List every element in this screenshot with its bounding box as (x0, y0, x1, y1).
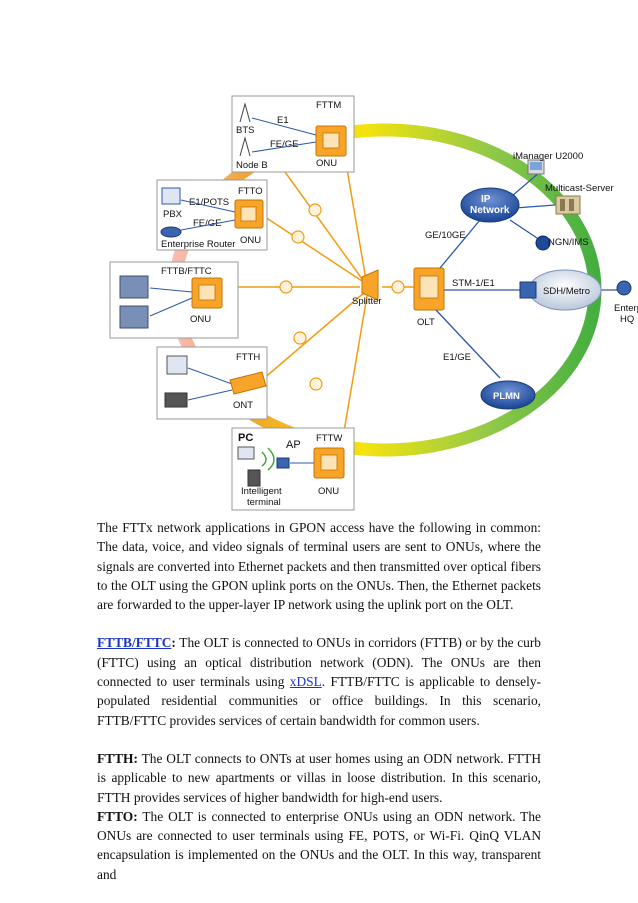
fttm-box: FTTM E1 BTS FE/GE Node B ONU (231, 95, 355, 173)
svg-text:E1/POTS: E1/POTS (189, 197, 229, 208)
paragraph-ftth: FTTH: The OLT connects to ONTs at user h… (97, 750, 541, 805)
ftth-box: FTTH ONT (156, 346, 268, 420)
svg-text:FTTH: FTTH (236, 352, 260, 363)
splitter-label: Splitter (352, 296, 382, 307)
svg-text:ONU: ONU (316, 158, 337, 169)
fiber-couplers (279, 203, 405, 391)
svg-text:PLMN: PLMN (493, 391, 520, 402)
imanager-server: iManager U2000 (513, 151, 583, 175)
paragraph-fttb-fttc: FTTB/FTTC: The OLT is connected to ONUs … (97, 635, 541, 728)
svg-text:Intelligent: Intelligent (241, 486, 282, 497)
olt-device: OLT (413, 267, 445, 328)
body-text: The FTTx network applications in GPON ac… (97, 518, 541, 884)
enterprise-hq: Enterpri HQ (614, 280, 638, 325)
olt-label: OLT (417, 317, 435, 328)
paragraph-ftto: FTTO: The OLT is connected to enterprise… (97, 808, 541, 882)
svg-text:FTTW: FTTW (316, 433, 342, 444)
svg-text:FTTB/FTTC: FTTB/FTTC (161, 266, 212, 277)
svg-text:HQ: HQ (620, 314, 634, 325)
fttb-fttc-box: FTTB/FTTC ONU (109, 261, 239, 339)
svg-text:FTTO: FTTO (238, 186, 263, 197)
svg-text:Network: Network (470, 205, 510, 216)
ngn-ims-label: NGN/IMS (548, 237, 589, 248)
plmn-cloud: PLMN (480, 380, 536, 410)
imanager-label: iManager U2000 (513, 151, 583, 162)
fttb-fttc-link[interactable]: FTTB/FTTC (97, 635, 172, 651)
paragraph-common: The FTTx network applications in GPON ac… (97, 520, 541, 613)
svg-text:ONU: ONU (190, 314, 211, 325)
svg-text:FTTM: FTTM (316, 100, 341, 111)
svg-text:AP: AP (286, 439, 301, 451)
sdh-metro-label: SDH/Metro (543, 286, 590, 297)
ftto-box: FTTO E1/POTS PBX FE/GE Enterprise Router… (156, 179, 268, 251)
svg-text:Node B: Node B (236, 160, 268, 171)
multicast-server: Multicast-Server (545, 183, 614, 215)
svg-text:ONU: ONU (240, 235, 261, 246)
svg-text:E1: E1 (277, 115, 289, 126)
ip-network-cloud: IP Network (460, 187, 520, 223)
ge-10ge-label: GE/10GE (425, 230, 466, 241)
fttx-network-diagram: Splitter OLT GE/10GE STM-1/E1 E1/GE IP N… (109, 95, 638, 511)
xdsl-link[interactable]: xDSL (289, 674, 322, 690)
svg-text:FE/GE: FE/GE (270, 139, 299, 150)
svg-text:Enterpri: Enterpri (614, 303, 638, 314)
svg-text:Enterprise Router: Enterprise Router (161, 239, 235, 250)
fttw-box: PC AP FTTW Intelligent terminal ONU (231, 427, 355, 511)
svg-text:terminal: terminal (247, 497, 281, 508)
svg-text:PC: PC (238, 432, 253, 444)
splitter: Splitter (352, 269, 382, 307)
svg-text:PBX: PBX (163, 209, 183, 220)
svg-text:ONT: ONT (233, 400, 253, 411)
svg-text:FE/GE: FE/GE (193, 218, 222, 229)
stm1-e1-label: STM-1/E1 (452, 278, 495, 289)
svg-text:ONU: ONU (318, 486, 339, 497)
network-links (435, 171, 618, 379)
e1-ge-label: E1/GE (443, 352, 471, 363)
svg-text:IP: IP (481, 194, 491, 205)
svg-text:BTS: BTS (236, 125, 254, 136)
multicast-label: Multicast-Server (545, 183, 614, 194)
sdh-metro-cloud: SDH/Metro (519, 269, 602, 311)
ngn-ims-node: NGN/IMS (535, 235, 589, 251)
